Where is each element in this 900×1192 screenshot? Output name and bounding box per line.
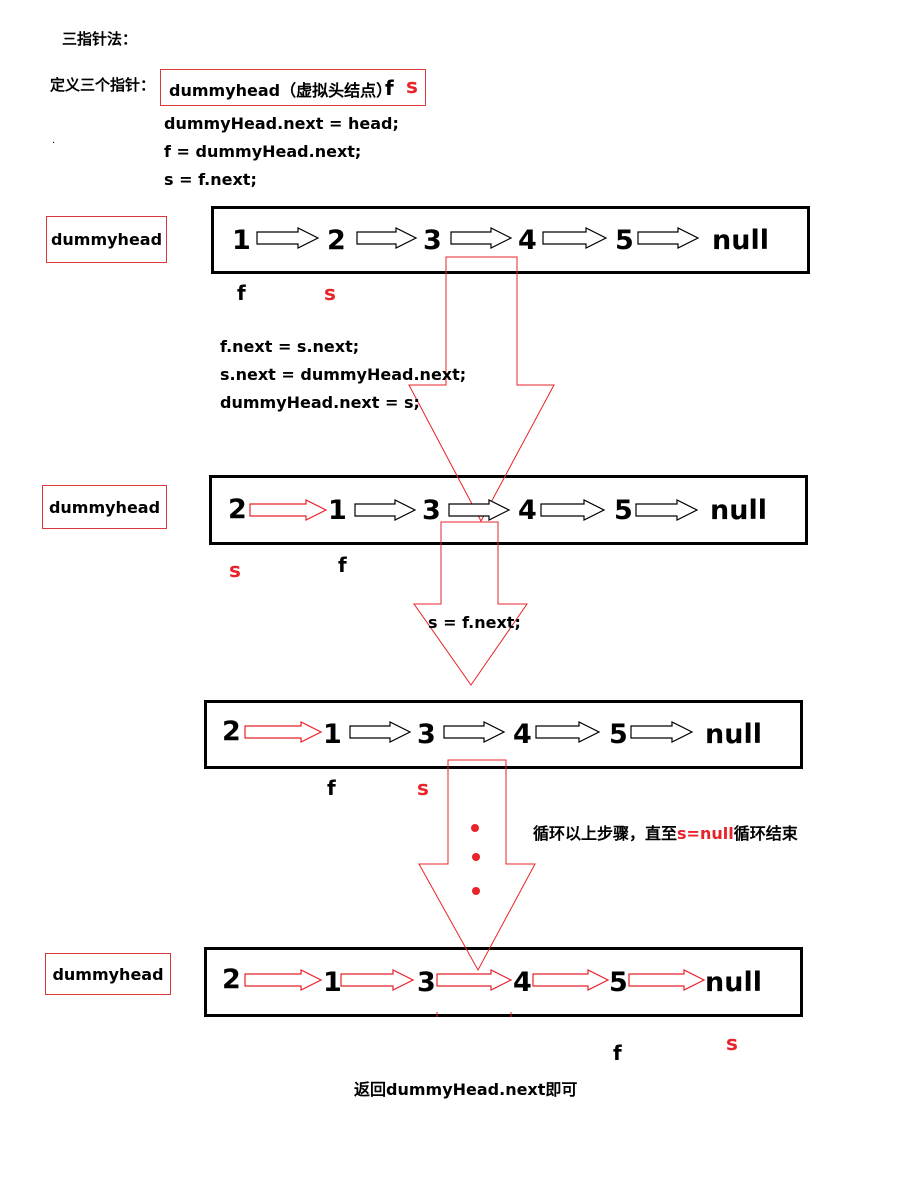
init-code-line-1: dummyHead.next = head; xyxy=(164,114,399,133)
row2-node-null: null xyxy=(710,495,767,526)
row1-node-3: 3 xyxy=(423,225,442,256)
f-pointer-label: f xyxy=(385,76,394,100)
loop-note-condition: s=null xyxy=(677,824,734,843)
swap-code-line-1: f.next = s.next; xyxy=(220,337,360,356)
row3-node-4: 4 xyxy=(513,719,532,750)
link-arrow-r4-3 xyxy=(436,969,513,991)
row2-node-2: 1 xyxy=(328,495,347,526)
return-note: 返回dummyHead.next即可 xyxy=(354,1080,578,1099)
flow-arrow-2 xyxy=(413,521,528,686)
ellipsis-dot-2 xyxy=(472,853,480,861)
dummyhead-box-4: dummyhead xyxy=(45,953,171,995)
pointer-definition-box: dummyhead（虚拟头结点） f s xyxy=(160,69,426,106)
row3-node-2: 1 xyxy=(323,719,342,750)
row2-node-5: 5 xyxy=(614,495,633,526)
link-arrow-r2-3 xyxy=(448,499,511,521)
swap-code-line-2: s.next = dummyHead.next; xyxy=(220,365,467,384)
link-arrow-r2-2 xyxy=(354,499,417,521)
row1-node-1: 1 xyxy=(232,225,251,256)
ellipsis-dot-3 xyxy=(472,887,480,895)
row4-node-5: 5 xyxy=(609,967,628,998)
row4-f-pointer: f xyxy=(613,1041,622,1065)
row1-s-pointer: s xyxy=(324,281,336,305)
define-label: 定义三个指针： xyxy=(50,76,156,94)
dummyhead-box-2: dummyhead xyxy=(42,485,167,529)
loop-note-prefix: 循环以上步骤，直至 xyxy=(533,824,678,843)
init-code-line-3: s = f.next; xyxy=(164,170,257,189)
row1-f-pointer: f xyxy=(237,281,246,305)
row3-s-pointer: s xyxy=(417,776,429,800)
loop-note-suffix: 循环结束 xyxy=(733,824,798,843)
link-arrow-r1-3 xyxy=(450,227,513,249)
flow-arrow-3 xyxy=(418,759,536,972)
link-arrow-r2-5 xyxy=(635,499,699,521)
link-arrow-r4-1 xyxy=(244,969,323,991)
link-arrow-r2-4 xyxy=(540,499,606,521)
row3-node-3: 3 xyxy=(417,719,436,750)
link-arrow-r3-5 xyxy=(630,721,694,743)
row4-node-4: 4 xyxy=(513,967,532,998)
row2-node-3: 3 xyxy=(422,495,441,526)
row4-node-2: 1 xyxy=(323,967,342,998)
link-arrow-r1-5 xyxy=(637,227,700,249)
list-state-1 xyxy=(211,206,810,274)
dummyhead-pointer-label: dummyhead（虚拟头结点） xyxy=(169,81,393,100)
swap-code-line-3: dummyHead.next = s; xyxy=(220,393,420,412)
link-arrow-r3-3 xyxy=(443,721,506,743)
advance-code: s = f.next; xyxy=(428,613,521,632)
heading: 三指针法： xyxy=(62,30,138,48)
row2-s-pointer: s xyxy=(229,558,241,582)
link-arrow-r1-4 xyxy=(542,227,608,249)
row1-node-null: null xyxy=(712,225,769,256)
link-arrow-r4-2 xyxy=(340,969,415,991)
row3-node-5: 5 xyxy=(609,719,628,750)
row2-node-1: 2 xyxy=(228,494,247,525)
stray-mark: · xyxy=(52,138,56,149)
row4-node-null: null xyxy=(705,967,762,998)
list-state-3 xyxy=(204,700,803,769)
link-arrow-r3-2 xyxy=(349,721,412,743)
dummyhead-box-1: dummyhead xyxy=(46,216,167,263)
row1-node-4: 4 xyxy=(518,225,537,256)
ellipsis-dot-1 xyxy=(471,824,479,832)
link-arrow-r4-5 xyxy=(628,969,706,991)
list-state-2 xyxy=(209,475,808,545)
row4-node-1: 2 xyxy=(222,964,241,995)
row3-f-pointer: f xyxy=(327,776,336,800)
link-arrow-r4-4 xyxy=(532,969,610,991)
init-code-line-2: f = dummyHead.next; xyxy=(164,142,362,161)
link-arrow-r2-1 xyxy=(249,499,328,521)
link-arrow-r1-1 xyxy=(256,227,320,249)
row4-s-pointer: s xyxy=(726,1031,738,1055)
link-arrow-r3-4 xyxy=(535,721,601,743)
link-arrow-r3-1 xyxy=(244,721,323,743)
row2-f-pointer: f xyxy=(338,553,347,577)
row4-node-3: 3 xyxy=(417,967,436,998)
row1-node-2: 2 xyxy=(327,225,346,256)
row3-node-null: null xyxy=(705,719,762,750)
row2-node-4: 4 xyxy=(518,495,537,526)
row1-node-5: 5 xyxy=(615,225,634,256)
loop-note: 循环以上步骤，直至s=null循环结束 xyxy=(533,820,798,844)
row3-node-1: 2 xyxy=(222,716,241,747)
flow-arrow-1 xyxy=(408,256,555,523)
list-state-4 xyxy=(204,947,803,1017)
s-pointer-label: s xyxy=(406,74,418,98)
link-arrow-r1-2 xyxy=(356,227,418,249)
